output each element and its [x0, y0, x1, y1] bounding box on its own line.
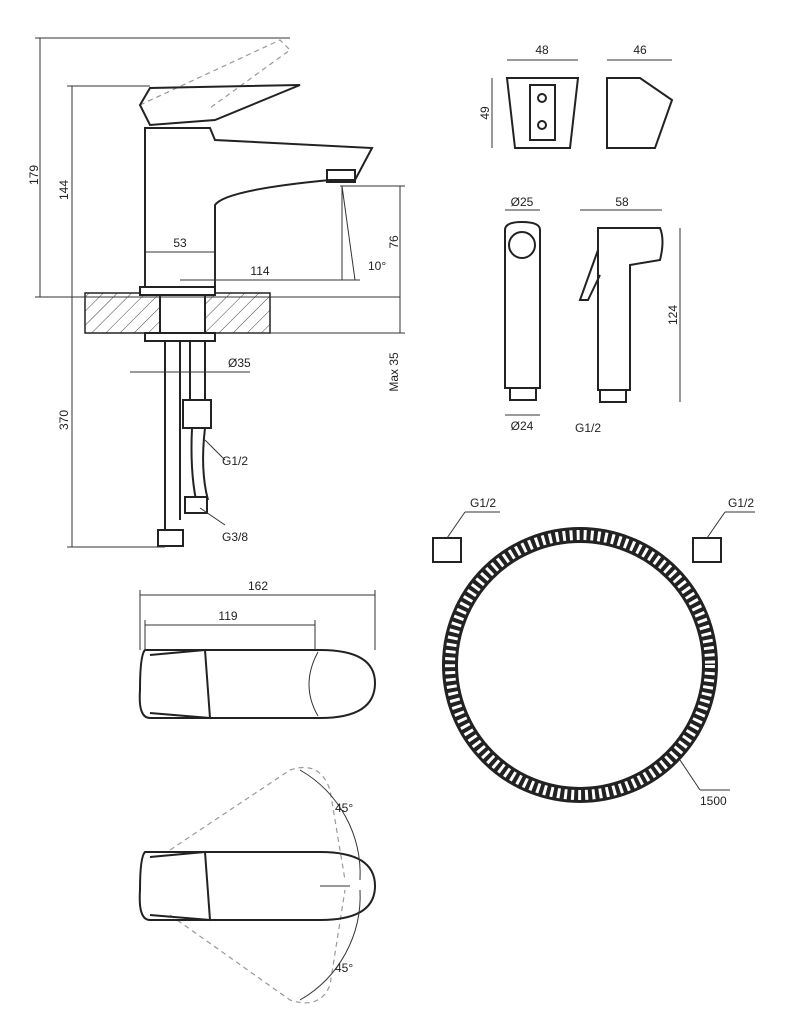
dim-53: 53 [173, 236, 187, 250]
dim-max35: Max 35 [387, 352, 401, 392]
label-thread: G1/2 [575, 421, 601, 435]
top-view-body [138, 649, 377, 719]
holder-slot [529, 84, 556, 141]
label-g12: G1/2 [222, 454, 248, 468]
dim-58: 58 [615, 195, 629, 209]
dim-46: 46 [633, 43, 647, 57]
dim-114: 114 [250, 264, 269, 278]
dim-162: 162 [248, 579, 268, 593]
spray-face [508, 231, 536, 259]
handle-raised-outline [139, 39, 291, 109]
dim-45-down: 45° [335, 961, 353, 975]
dim-370: 370 [57, 410, 71, 430]
hose-coil: G1/2 G1/2 1500 [432, 496, 755, 808]
label-hose-right: G1/2 [728, 496, 754, 510]
handle-rotated-down [169, 889, 346, 1004]
shower-head-front [504, 220, 541, 389]
dim-124: 124 [666, 305, 680, 325]
base-ring [139, 286, 216, 296]
hose-right [190, 427, 209, 501]
angle-arc-up [299, 769, 361, 881]
dim-d25: Ø25 [511, 195, 534, 209]
label-hose-left: G1/2 [470, 496, 496, 510]
handle-rotated-up [169, 766, 346, 881]
connector-g38-b [157, 529, 184, 547]
rotation-view-body [138, 851, 377, 921]
holder: 48 46 49 [478, 43, 674, 149]
screw-hole [537, 120, 547, 130]
mount-nut [144, 332, 216, 342]
angle-arc-down [299, 889, 361, 1001]
dim-49: 49 [478, 106, 492, 120]
trigger-lever [578, 249, 601, 301]
label-g38: G3/8 [222, 530, 248, 544]
rotation-view-handle [149, 850, 212, 922]
shower-head-side [597, 227, 664, 391]
rotation-view: 45° 45° [138, 766, 377, 1004]
dim-179: 179 [27, 165, 41, 185]
dim-d35: Ø35 [228, 356, 251, 370]
dim-1500: 1500 [700, 794, 727, 808]
holder-side [606, 77, 674, 149]
screw-hole [537, 93, 547, 103]
hose-nut-left [432, 537, 462, 563]
dimension-lines [35, 37, 405, 548]
stud [189, 341, 206, 400]
hose-left [164, 341, 181, 535]
top-view-handle [149, 648, 212, 720]
connector-g12 [182, 399, 212, 429]
dim-45-up: 45° [335, 801, 353, 815]
mount-shank [159, 294, 206, 336]
thread-side [599, 389, 627, 403]
hose-ribbing [445, 530, 715, 800]
dim-119: 119 [218, 609, 237, 623]
dim-76: 76 [387, 235, 401, 249]
thread-front [509, 387, 537, 401]
dim-144: 144 [57, 180, 71, 200]
faucet-body [144, 127, 374, 291]
shower-head: Ø25 58 124 Ø24 G1/2 [504, 195, 681, 435]
dim-d24: Ø24 [511, 419, 534, 433]
top-view: 162 119 [138, 579, 377, 720]
faucet-side-view: 179 144 53 114 76 10° Ø35 Max 35 370 G1/… [27, 37, 405, 548]
dim-48: 48 [535, 43, 549, 57]
dim-10deg: 10° [368, 259, 386, 273]
holder-front [505, 77, 580, 149]
handle [138, 84, 301, 127]
hose-nut-right [692, 537, 722, 563]
aerator [326, 169, 356, 183]
